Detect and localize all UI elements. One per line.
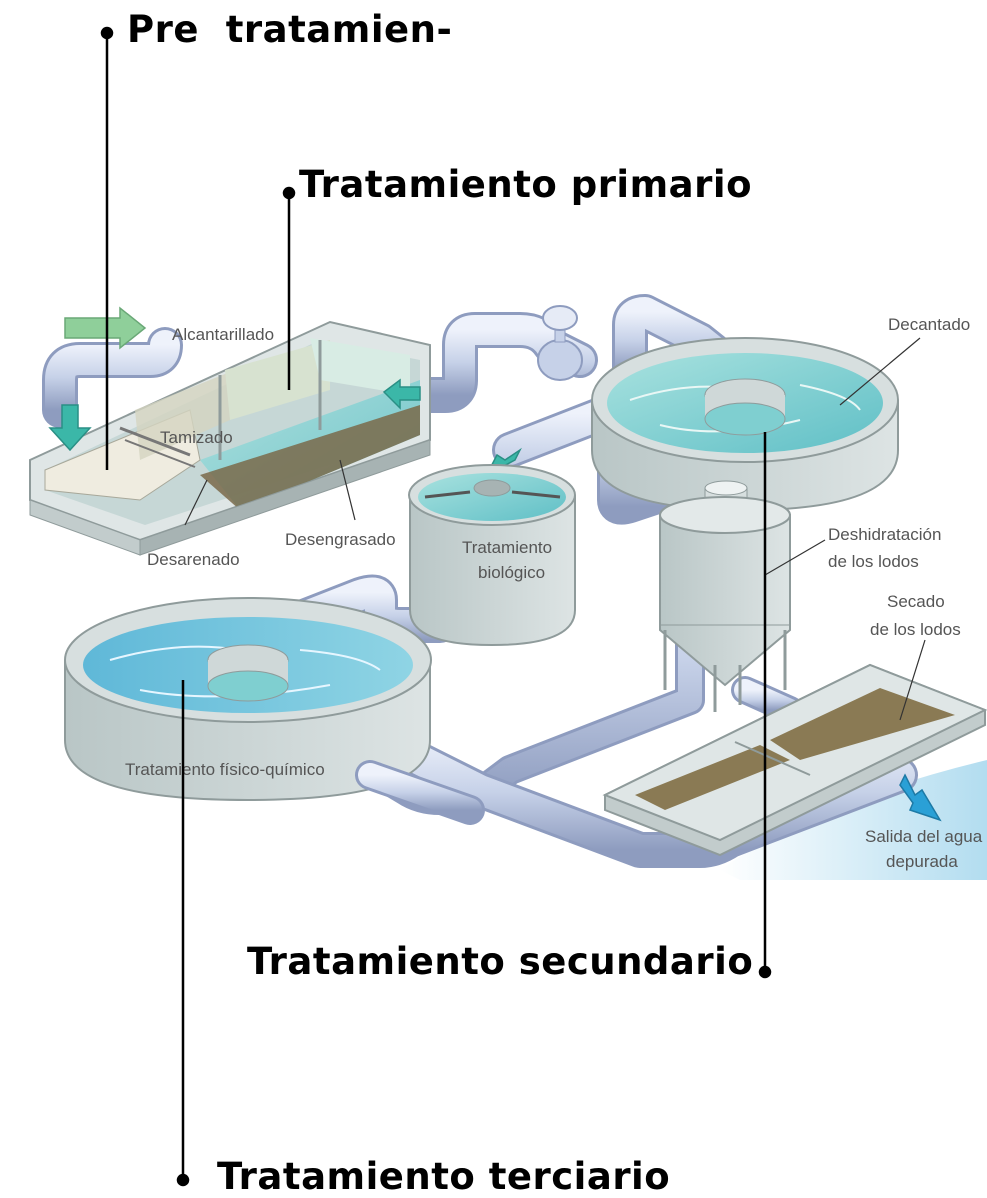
label-deshidratacion-1: Deshidratación <box>828 525 941 544</box>
part-leader-lines <box>184 337 926 721</box>
label-salida-2: depurada <box>886 852 958 871</box>
label-salida-1: Salida del agua <box>865 827 983 846</box>
label-alcantarillado: Alcantarillado <box>172 325 274 344</box>
silo <box>659 480 791 712</box>
label-biologico-1: Tratamiento <box>462 538 552 557</box>
label-deshidratacion-2: de los lodos <box>828 552 919 571</box>
label-secado-2: de los lodos <box>870 620 961 639</box>
label-tratamiento-primario: Tratamiento primario <box>299 163 752 206</box>
fisico-quimico-tank <box>64 597 432 802</box>
label-desarenado: Desarenado <box>147 550 240 569</box>
label-fisico-quimico: Tratamiento físico-químico <box>125 760 325 779</box>
callout-lines <box>100 26 772 1187</box>
label-tratamiento-secundario: Tratamiento secundario <box>247 940 754 983</box>
decantado-tank <box>591 337 899 512</box>
biologico-tank <box>408 464 576 647</box>
pipe-front-fill <box>358 763 482 822</box>
label-pretratamiento: Pre tratamien- <box>127 8 453 51</box>
label-secado-1: Secado <box>887 592 945 611</box>
label-tratamiento-terciario: Tratamiento terciario <box>217 1155 671 1198</box>
valve-top <box>537 305 583 381</box>
part-labels: Alcantarillado Tamizado Desarenado Desen… <box>125 315 983 871</box>
river-water <box>720 760 987 880</box>
label-desengrasado: Desengrasado <box>285 530 396 549</box>
label-tamizado: Tamizado <box>160 428 233 447</box>
label-decantado: Decantado <box>888 315 970 334</box>
secado-beds <box>602 663 987 857</box>
label-biologico-2: biológico <box>478 563 545 582</box>
primary-channel <box>29 320 431 556</box>
